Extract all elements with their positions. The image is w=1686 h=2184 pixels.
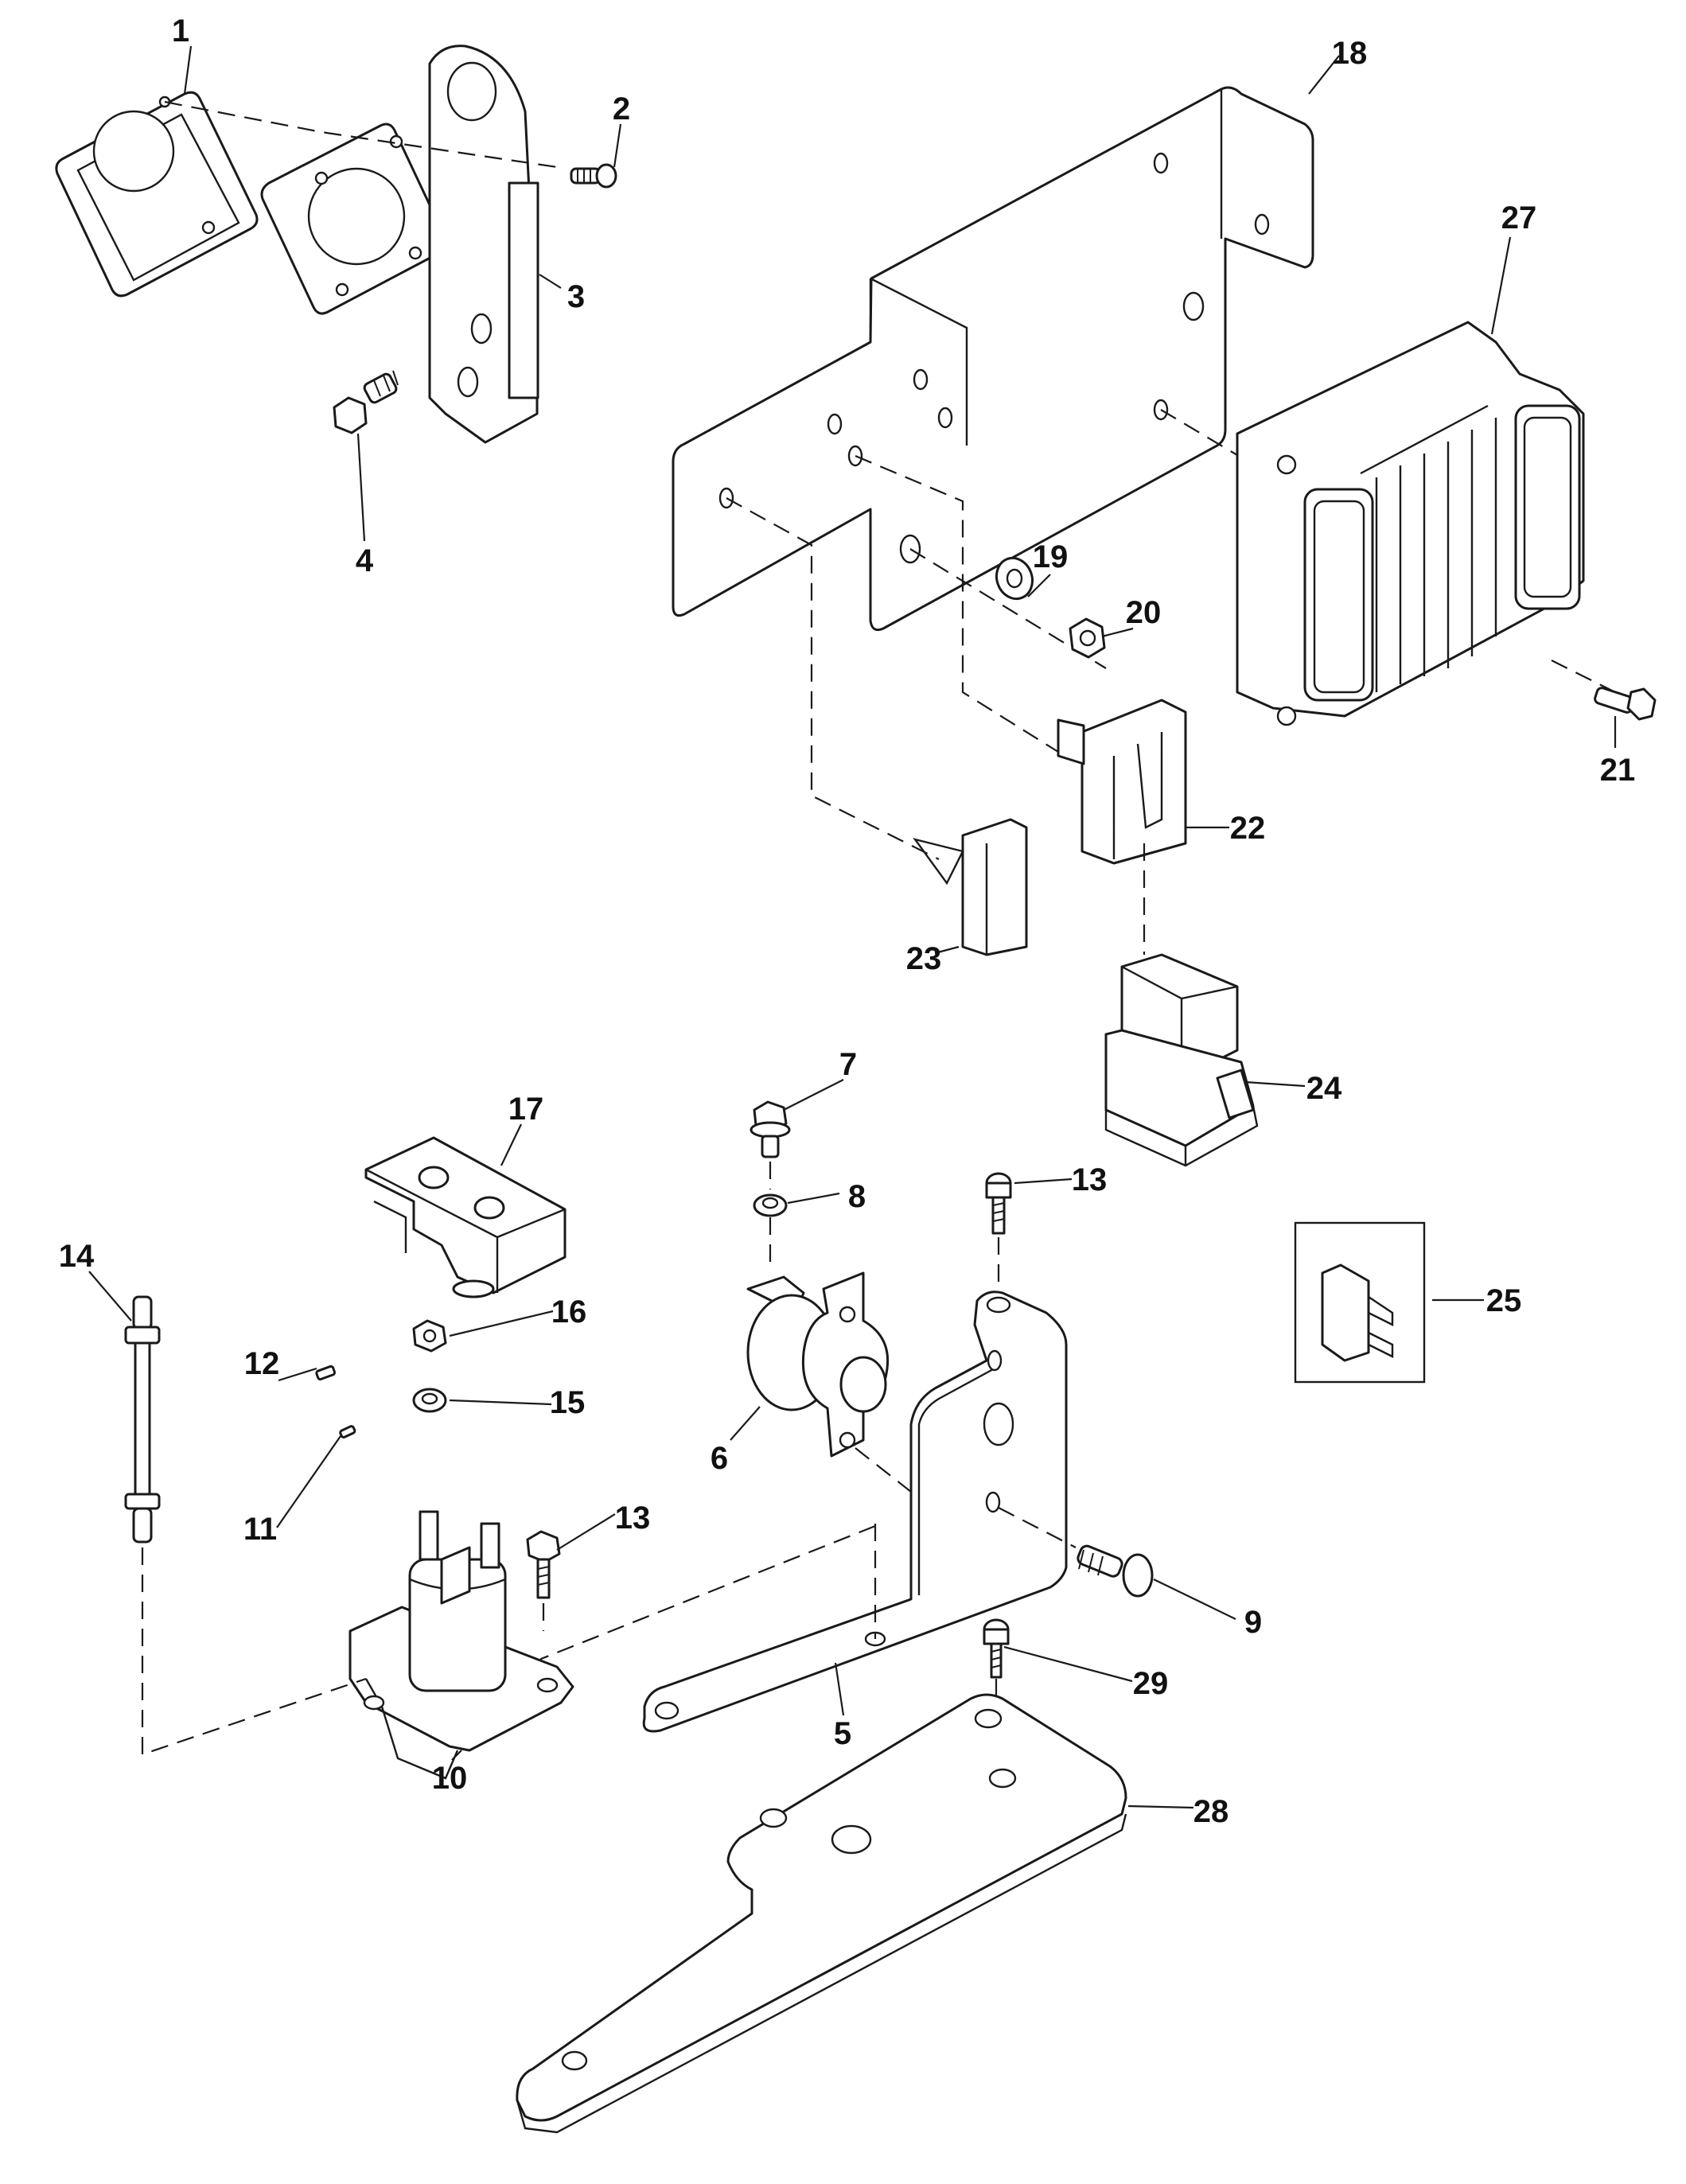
callout-20: 20 — [1126, 595, 1162, 630]
callout-28: 28 — [1193, 1794, 1229, 1829]
callout-12: 12 — [244, 1346, 280, 1381]
callout-9: 9 — [1244, 1605, 1262, 1640]
callout-8: 8 — [848, 1179, 866, 1214]
part-24-relay — [1104, 953, 1259, 1167]
dash-line-6-5 — [855, 1447, 912, 1493]
callout-5: 5 — [834, 1716, 851, 1751]
callout-16: 16 — [551, 1294, 587, 1329]
part-28-mounting-plate — [516, 1693, 1127, 2134]
dash-line-27-21 — [1551, 660, 1616, 693]
callout-10: 10 — [432, 1761, 468, 1796]
part-13b-bolt — [526, 1530, 561, 1599]
part-2-screw — [570, 163, 617, 189]
gasket-plate — [260, 123, 448, 315]
dash-line-18-23 — [726, 497, 940, 860]
part-29-bolt — [983, 1618, 1010, 1679]
part-5-solenoid-bracket — [642, 1291, 1068, 1733]
callout-18: 18 — [1332, 36, 1368, 71]
dash-line-14-10 — [141, 1547, 367, 1756]
part-1-grommet-cover — [55, 91, 259, 298]
part-15-lock-washer — [412, 1388, 447, 1413]
callout-11: 11 — [243, 1512, 277, 1547]
part-9-screw — [1077, 1544, 1154, 1598]
leader-lines — [88, 45, 1617, 1809]
part-11-nut — [339, 1425, 356, 1438]
callout-1: 1 — [172, 14, 189, 49]
callout-labels: 1 2 3 4 5 6 7 8 9 10 11 12 13 13 14 15 1… — [59, 14, 1636, 1829]
part-21-bolt — [1594, 687, 1657, 721]
callout-7: 7 — [839, 1047, 857, 1082]
part-27-control-module — [1236, 321, 1585, 726]
callout-13b: 13 — [615, 1501, 651, 1536]
part-3-mounting-bracket — [428, 45, 539, 444]
callout-25: 25 — [1486, 1283, 1522, 1318]
part-22-relay-clip — [1057, 699, 1187, 865]
part-8-lock-washer — [753, 1193, 788, 1217]
part-13a-bolt — [985, 1172, 1012, 1235]
callout-27: 27 — [1501, 200, 1537, 236]
callout-23: 23 — [906, 941, 942, 976]
part-6-switch — [746, 1271, 890, 1458]
callout-2: 2 — [613, 91, 630, 127]
part-4-hex-bolt — [333, 370, 399, 434]
part-20-nut — [1069, 617, 1106, 659]
callout-3: 3 — [567, 279, 585, 314]
dash-line-18-22 — [855, 454, 1059, 753]
callout-29: 29 — [1133, 1666, 1169, 1701]
part-23-relay-clip — [913, 818, 1028, 956]
callout-6: 6 — [711, 1441, 728, 1476]
callout-21: 21 — [1600, 753, 1636, 788]
callout-22: 22 — [1230, 811, 1266, 846]
callout-13a: 13 — [1072, 1162, 1108, 1197]
callout-24: 24 — [1306, 1071, 1342, 1106]
callout-14: 14 — [59, 1239, 95, 1274]
part-19-washer — [995, 556, 1034, 601]
part-14-stud — [124, 1295, 161, 1544]
part-18-module-bracket — [672, 86, 1314, 632]
callout-4: 4 — [356, 543, 374, 578]
part-12-nut — [315, 1365, 337, 1381]
callout-17: 17 — [508, 1092, 544, 1127]
part-25-fuse — [1294, 1221, 1426, 1384]
part-17-terminal-cover — [364, 1136, 567, 1298]
callout-19: 19 — [1033, 539, 1069, 574]
dash-line-5-9 — [998, 1507, 1077, 1548]
callout-15: 15 — [550, 1385, 586, 1420]
dash-line-18-27 — [1160, 409, 1242, 458]
part-16-nut — [412, 1319, 447, 1353]
part-7-flange-bolt — [750, 1100, 791, 1158]
part-10-solenoid — [348, 1510, 574, 1780]
